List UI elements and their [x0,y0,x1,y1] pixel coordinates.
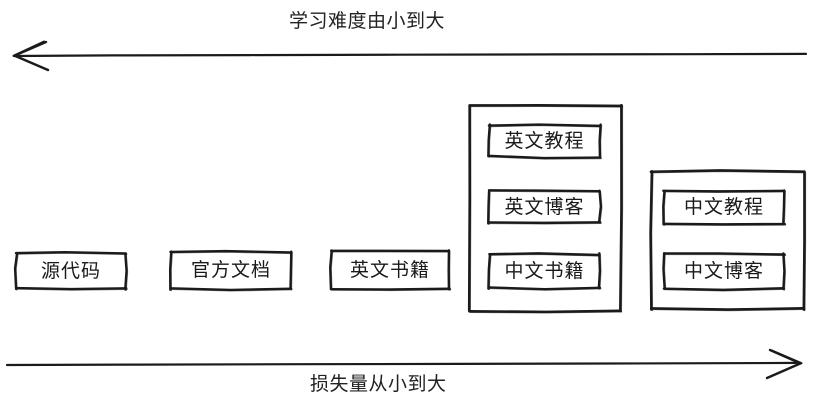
node-chinese-blog[interactable]: 中文博客 [662,252,787,292]
top-axis-label: 学习难度由小到大 [289,10,446,32]
node-official-docs[interactable]: 官方文档 [168,249,293,292]
node-label: 英文教程 [504,129,585,152]
node-label: 英文书籍 [349,258,430,281]
node-label: 中文博客 [683,260,764,282]
node-english-tutorial[interactable]: 英文教程 [487,123,603,160]
bottom-axis-arrow [5,348,803,380]
node-english-books[interactable]: 英文书籍 [329,249,452,292]
node-label: 中文书籍 [504,259,585,282]
node-label: 英文博客 [504,195,585,218]
node-label: 官方文档 [190,259,271,281]
node-label: 源代码 [40,259,101,282]
node-english-blog[interactable]: 英文博客 [487,189,603,226]
node-chinese-tutorial[interactable]: 中文教程 [662,189,787,227]
node-label: 中文教程 [683,196,764,218]
node-chinese-books[interactable]: 中文书籍 [487,252,602,291]
top-axis-arrow [12,40,808,72]
bottom-axis-label: 损失量从小到大 [310,373,447,395]
node-source-code[interactable]: 源代码 [13,250,129,292]
